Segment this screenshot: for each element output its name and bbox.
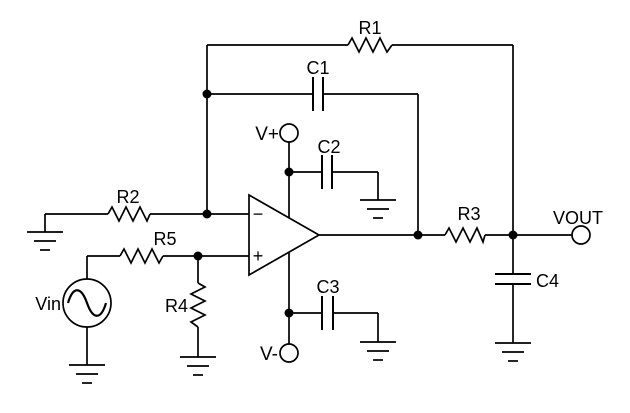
resistor-r3-label: R3 [457,204,480,224]
capacitor-c4-label: C4 [536,271,559,291]
resistor-r2-label: R2 [116,187,139,207]
vminus-label: V- [260,344,278,365]
capacitor-c2-label: C2 [317,137,340,157]
vout-label: VOUT [553,208,603,228]
vminus-terminal: V- [260,343,299,365]
ground-symbol-c2 [360,199,396,219]
capacitor-c2: C2 [317,137,341,189]
junction-dot [202,209,212,219]
resistor-r3: R3 [444,204,486,245]
vout-terminal: VOUT [553,208,603,245]
capacitor-c3-label: C3 [316,277,339,297]
opamp-noninverting-label: + [253,246,264,266]
ground-symbol-c3 [360,341,396,361]
ground-symbol-vin [69,364,105,384]
resistor-r1-label: R1 [358,18,381,38]
capacitor-c3: C3 [316,277,340,330]
junction-dot [193,251,203,261]
junction-dot [508,230,518,240]
vplus-terminal: V+ [255,123,299,145]
vin-label: Vin [35,294,61,314]
sine-wave-icon [66,289,108,317]
junction-dot [202,89,212,99]
ground-symbol-r4 [180,356,216,376]
capacitor-c4: C4 [495,271,559,291]
capacitor-c1-label: C1 [306,58,329,78]
vin-source: Vin [35,278,112,328]
wires [44,44,572,365]
capacitor-c1: C1 [306,58,330,111]
resistor-r4-label: R4 [165,296,188,316]
resistor-r1: R1 [347,18,393,54]
vplus-label: V+ [255,124,279,145]
opamp: − + [248,193,321,277]
junction-dot [413,230,423,240]
resistor-r5-label: R5 [153,229,176,249]
junction-dot [284,167,294,177]
opamp-inverting-label: − [253,204,264,224]
junction-dot [284,308,294,318]
resistor-r5: R5 [119,229,177,265]
junction-dots [193,89,518,318]
ground-symbol-c4 [495,342,531,362]
ground-symbol-r2 [27,231,63,251]
resistor-r2: R2 [107,187,151,224]
resistor-r4: R4 [165,282,207,328]
